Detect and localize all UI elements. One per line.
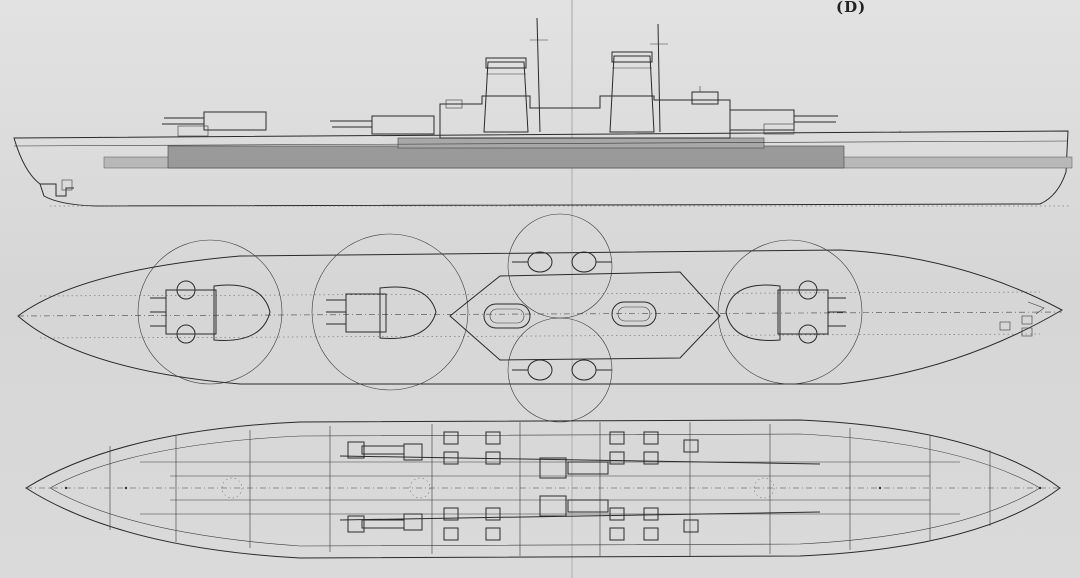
sheet-mark: (D) xyxy=(836,0,867,16)
turret-x-plan xyxy=(725,280,846,344)
turret-b-plan xyxy=(326,286,437,339)
deck-plan-view xyxy=(17,213,1064,423)
turret-a-plan xyxy=(150,280,271,344)
turret-x-profile xyxy=(729,109,838,135)
funnel-aft xyxy=(609,55,655,133)
hold-plan-view xyxy=(25,419,1061,559)
armor-belt-main xyxy=(167,145,845,169)
mast-fore xyxy=(536,17,541,133)
hull-profile xyxy=(13,130,1069,207)
turret-a-profile xyxy=(162,111,267,137)
deck-outline xyxy=(17,249,1064,385)
funnel-aft-plan xyxy=(611,301,657,327)
funnel-fore-plan xyxy=(483,303,531,329)
funnel-fore xyxy=(483,61,529,133)
profile-view xyxy=(13,17,1073,207)
mast-aft xyxy=(657,23,661,133)
hold-outline xyxy=(25,419,1061,559)
turret-b-profile xyxy=(330,115,435,135)
